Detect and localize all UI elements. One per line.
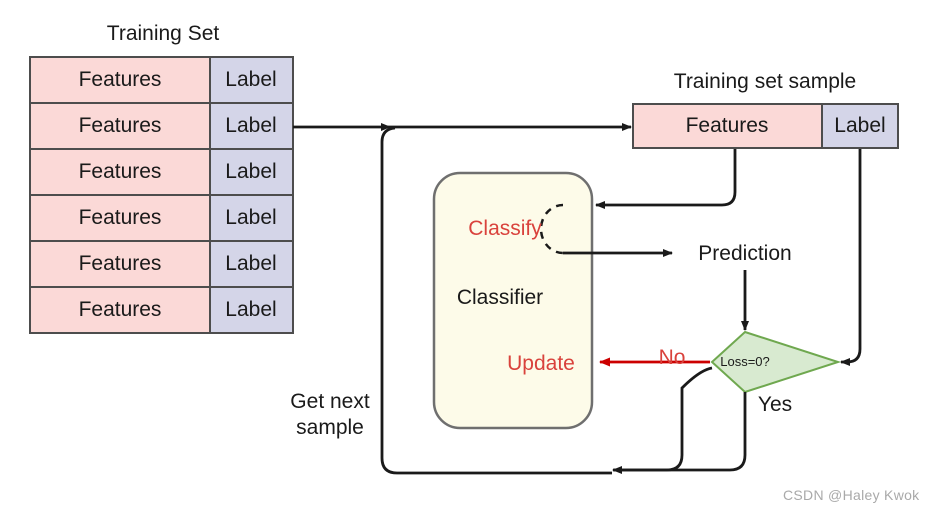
sample-title: Training set sample — [673, 70, 857, 93]
table-row-label-label: Label — [225, 114, 277, 137]
classifier-box — [432, 171, 594, 430]
classifier-name-label: Classifier — [456, 286, 544, 309]
update-label: Update — [507, 352, 575, 375]
arrow-sample-label-to-decision — [840, 149, 862, 366]
arrow-return-to-next-sample — [380, 126, 612, 475]
table-row-features-label: Features — [78, 252, 162, 275]
decision-yes-label: Yes — [757, 393, 793, 416]
prediction-label: Prediction — [698, 242, 792, 265]
training-set-sample-box — [632, 103, 899, 149]
sample-label-cell — [821, 103, 899, 149]
classify-label: Classify — [468, 217, 542, 240]
table-cell-label — [209, 286, 294, 334]
arrow-yes-loop-bottom — [614, 392, 747, 472]
table-cell-features — [29, 56, 211, 104]
arrow-sample-features-to-classify — [595, 149, 737, 209]
table-row-features-label: Features — [78, 206, 162, 229]
watermark-text: CSDN @Haley Kwok — [783, 487, 920, 503]
table-row-features-label: Features — [78, 68, 162, 91]
table-row-label-label: Label — [225, 252, 277, 275]
table-row-label-label: Label — [225, 206, 277, 229]
training-set-title: Training Set — [106, 22, 220, 45]
decision-condition-label: Loss=0? — [720, 354, 770, 369]
table-row-features-label: Features — [78, 160, 162, 183]
sample-label-label: Label — [834, 114, 886, 137]
table-row-label-label: Label — [225, 68, 277, 91]
loop-label-line1: Get next — [290, 390, 370, 413]
table-cell-label — [209, 194, 294, 242]
decision-no-label: No — [658, 346, 686, 369]
loop-label-line2: sample — [296, 416, 364, 439]
table-row-label-label: Label — [225, 160, 277, 183]
table-row-features-label: Features — [78, 114, 162, 137]
training-set-table — [29, 56, 294, 334]
table-cell-label — [209, 148, 294, 196]
table-cell-label — [209, 240, 294, 288]
table-row-features-label: Features — [78, 298, 162, 321]
table-row-label-label: Label — [225, 298, 277, 321]
sample-features-label: Features — [685, 114, 769, 137]
arrow-no-loop-bottom — [612, 366, 713, 474]
sample-features-cell — [632, 103, 823, 149]
